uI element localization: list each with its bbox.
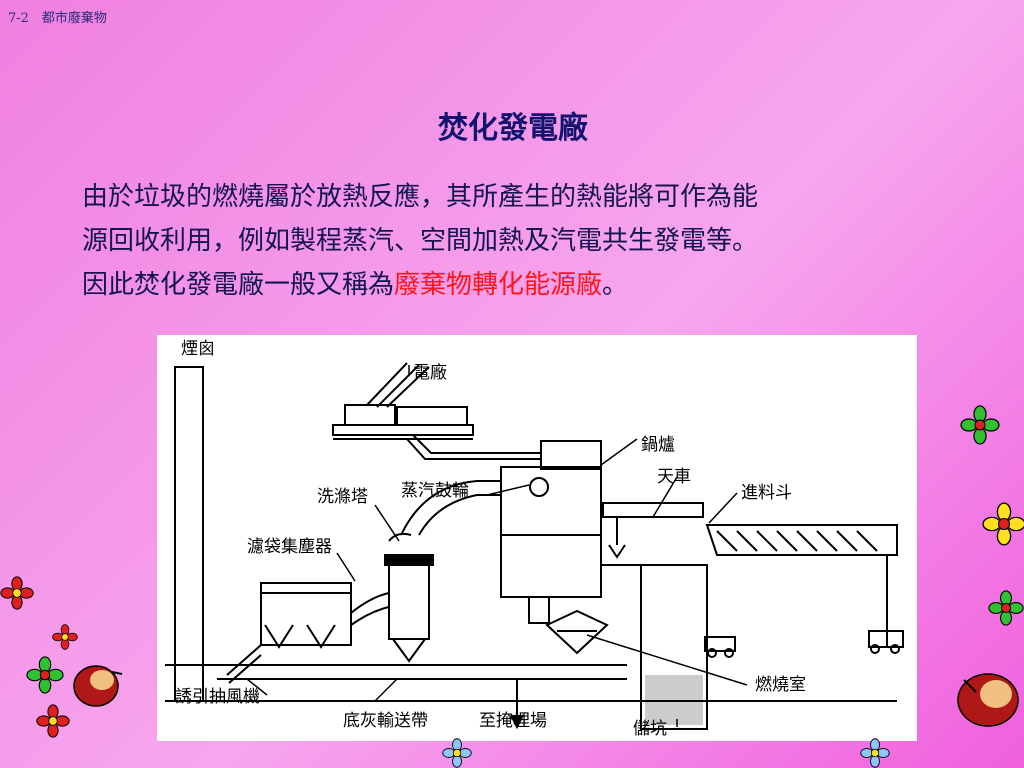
label-bag-filter: 濾袋集塵器 <box>247 537 332 557</box>
body-line-2: 源回收利用，例如製程蒸汽、空間加熱及汽電共生發電等。 <box>82 226 759 256</box>
label-crane: 天車 <box>657 467 691 487</box>
label-combustion-chamber: 燃燒室 <box>755 675 806 695</box>
leader-lines <box>246 365 748 727</box>
highlight-term: 廢棄物轉化能源廠 <box>394 270 603 300</box>
label-chimney: 煙囪 <box>181 339 215 359</box>
flower-icon <box>960 405 1000 445</box>
body-line-3-prefix: 因此焚化發電廠一般又稱為 <box>82 270 395 300</box>
label-hopper: 進料斗 <box>741 483 792 503</box>
label-power-plant: 電廠 <box>413 363 447 383</box>
label-steam-drum: 蒸汽鼓輪 <box>401 481 469 501</box>
flower-icon <box>988 590 1024 626</box>
apple-icon <box>73 665 123 707</box>
label-bunker: 儲坑 <box>633 719 667 739</box>
body-line-3-suffix: 。 <box>602 270 629 300</box>
flower-icon <box>0 576 34 610</box>
slide-number: 7-2 都市廢棄物 <box>8 11 107 26</box>
body-line-3: 因此焚化發電廠一般又稱為廢棄物轉化能源廠。 <box>82 263 982 307</box>
scrubber-shape <box>384 480 501 663</box>
boiler-shape <box>500 440 602 624</box>
incinerator-diagram: 煙囪 電廠 鍋爐 天車 進料斗 蒸汽鼓輪 洗滌塔 濾袋集塵器 誘引抽風機 底灰輸… <box>157 335 917 741</box>
body-line-1: 由於垃圾的燃燒屬於放熱反應，其所產生的熱能將可作為能 <box>82 182 759 212</box>
bag-filter-shape <box>226 582 390 684</box>
label-ash-conveyor: 底灰輸送帶 <box>343 711 428 731</box>
label-fan: 誘引抽風機 <box>175 687 260 707</box>
label-landfill: 至掩埋場 <box>479 711 547 731</box>
chimney-shape <box>174 366 204 702</box>
label-boiler: 鍋爐 <box>641 435 675 455</box>
power-plant-shape <box>332 362 541 460</box>
diagram-drawing <box>165 362 904 730</box>
truck-shapes <box>704 630 904 658</box>
apple-icon <box>957 673 1019 727</box>
crane-hopper-shape <box>602 502 898 647</box>
flower-icon <box>982 502 1024 546</box>
flower-icon <box>860 738 890 768</box>
flower-icon <box>36 704 70 738</box>
page-title: 焚化發電廠 <box>438 111 588 146</box>
flower-icon <box>442 738 472 768</box>
flower-icon <box>26 656 64 694</box>
flower-icon <box>52 624 78 650</box>
body-text: 由於垃圾的燃燒屬於放熱反應，其所產生的熱能將可作為能 源回收利用，例如製程蒸汽、… <box>82 175 982 307</box>
label-scrubber: 洗滌塔 <box>317 487 368 507</box>
